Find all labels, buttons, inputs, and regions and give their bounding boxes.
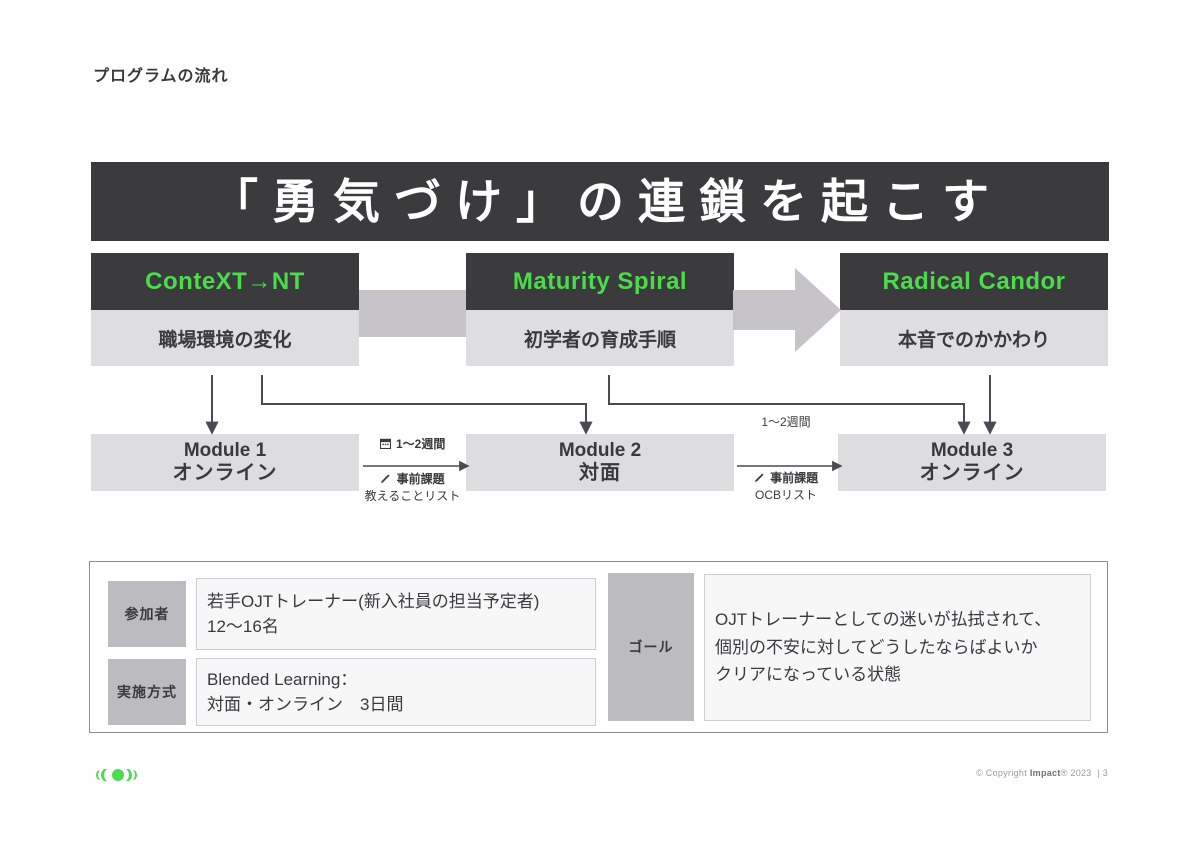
participants-line-2: 12〜16名: [207, 617, 279, 636]
concept-pillar-1: ConteXT→NT 職場環境の変化: [91, 253, 359, 366]
headline-banner: 「勇気づけ」の連鎖を起こす: [91, 162, 1109, 241]
participants-label: 参加者: [108, 581, 186, 647]
pencil-icon: [754, 472, 765, 486]
copyright-prefix: © Copyright: [976, 768, 1030, 778]
goal-value: OJTトレーナーとしての迷いが払拭されて、 個別の不安に対してどうしたならばよい…: [704, 574, 1091, 721]
module-box-1: Module 1 オンライン: [91, 434, 359, 491]
footer-copyright: © Copyright Impact® 2023 | 3: [976, 768, 1108, 778]
goal-label: ゴール: [608, 573, 694, 721]
concept-title-2: Maturity Spiral: [466, 253, 734, 310]
concept-subtitle-3: 本音でのかかわり: [840, 310, 1108, 366]
participants-value: 若手OJTトレーナー(新入社員の担当予定者) 12〜16名: [196, 578, 596, 650]
concept-subtitle-1: 職場環境の変化: [91, 310, 359, 366]
module-box-3: Module 3 オンライン: [838, 434, 1106, 491]
module-mode-3: オンライン: [919, 461, 1025, 484]
module-name-3: Module 3: [930, 439, 1014, 461]
concept-title-1: ConteXT→NT: [91, 253, 359, 310]
format-label: 実施方式: [108, 659, 186, 725]
gap-task-detail-1: 教えることリスト: [364, 489, 461, 503]
module-name-2: Module 2: [558, 439, 642, 461]
format-line-2: 対面・オンライン 3日間: [207, 695, 404, 714]
gap-task-2-row: 事前課題: [733, 469, 839, 486]
gap-task-1: 事前課題: [396, 472, 445, 486]
pillar-connector-bar-icon: [359, 290, 466, 337]
calendar-icon: [379, 438, 391, 452]
module-mode-1: オンライン: [172, 461, 278, 484]
page-title: プログラムの流れ: [93, 68, 229, 85]
module-gap-1: 1〜2週間 事前課題 教えることリスト: [359, 435, 466, 504]
module-gap-2: 1〜2週間 事前課題 OCBリスト: [733, 413, 839, 503]
gap-duration-1-row: 1〜2週間: [359, 435, 466, 452]
impact-wave-logo-icon: [95, 766, 141, 784]
concept-pillar-2: Maturity Spiral 初学者の育成手順: [466, 253, 734, 366]
gap-task-detail-2: OCBリスト: [754, 488, 817, 502]
goal-line-3: クリアになっている状態: [715, 665, 902, 685]
gap-duration-1: 1〜2週間: [395, 437, 446, 451]
gap-task-1-row: 事前課題: [359, 470, 466, 487]
concept-pillar-3: Radical Candor 本音でのかかわり: [840, 253, 1108, 366]
gap-duration-2: 1〜2週間: [761, 415, 811, 429]
pencil-icon: [380, 473, 391, 487]
page-number: 3: [1102, 768, 1108, 778]
module-name-1: Module 1: [183, 439, 267, 461]
format-value: Blended Learning： 対面・オンライン 3日間: [196, 658, 596, 726]
gap-task-2: 事前課題: [770, 471, 819, 485]
participants-line-1: 若手OJTトレーナー(新入社員の担当予定者): [207, 591, 540, 611]
goal-line-2: 個別の不安に対してどうしたならばよいか: [715, 637, 1038, 657]
pillar-connector-arrow-icon: [733, 268, 841, 352]
copyright-suffix: ® 2023: [1060, 768, 1092, 778]
module-mode-2: 対面: [579, 461, 621, 484]
footer-separator: |: [1097, 768, 1100, 778]
format-line-1: Blended Learning：: [207, 669, 358, 689]
brand-name: Impact: [1029, 768, 1061, 778]
goal-line-1: OJTトレーナーとしての迷いが払拭されて、: [715, 610, 1052, 630]
concept-subtitle-2: 初学者の育成手順: [466, 310, 734, 366]
module-box-2: Module 2 対面: [466, 434, 734, 491]
concept-title-3: Radical Candor: [840, 253, 1108, 310]
